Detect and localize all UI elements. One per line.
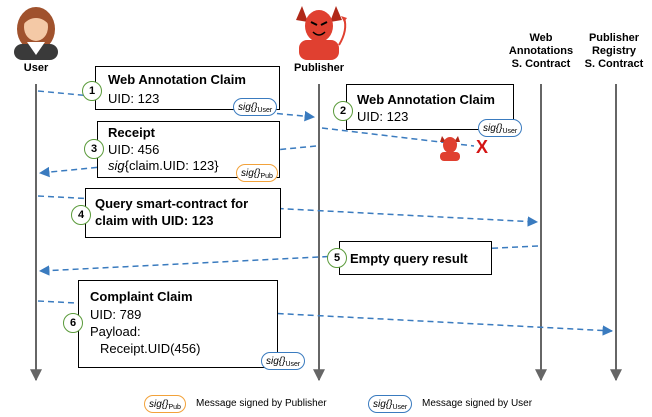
step-4-line-2: claim with UID: 123 bbox=[95, 213, 214, 228]
step-3-number: 3 bbox=[84, 139, 104, 159]
legend-user-signature: sig{}User bbox=[368, 395, 413, 413]
publisher-devil-icon bbox=[296, 6, 347, 60]
step-6-title: Complaint Claim bbox=[90, 289, 193, 304]
step-6-payload-label: Payload: bbox=[90, 324, 141, 339]
step-1-number: 1 bbox=[82, 81, 102, 101]
step-2-user-signature: sig{}User bbox=[478, 119, 523, 137]
arrow-step-2 bbox=[321, 127, 475, 147]
rejection-x-mark: X bbox=[476, 137, 489, 157]
lifelines bbox=[30, 84, 622, 382]
user-avatar-icon bbox=[14, 7, 58, 60]
step-5-result-box: Empty query result bbox=[339, 241, 492, 275]
actor-registry-label: Publisher Registry S. Contract bbox=[584, 32, 644, 70]
legend-publisher-text: Message signed by Publisher bbox=[196, 398, 327, 409]
step-1-title: Web Annotation Claim bbox=[108, 72, 246, 87]
step-6-payload-value: Receipt.UID(456) bbox=[100, 341, 201, 356]
step-1-user-signature: sig{}User bbox=[233, 98, 278, 116]
step-3-uid: UID: 456 bbox=[108, 142, 160, 157]
step-3-claim-signature: sig{claim.UID: 123} bbox=[108, 158, 219, 173]
step-2-uid: UID: 123 bbox=[357, 109, 409, 124]
step-1-uid: UID: 123 bbox=[108, 91, 160, 106]
step-3-title: Receipt bbox=[108, 125, 155, 140]
actor-web-contract-label: Web Annotations S. Contract bbox=[508, 32, 574, 70]
step-3-publisher-signature: sig{}Pub bbox=[236, 164, 278, 182]
step-6-uid: UID: 789 bbox=[90, 307, 142, 322]
step-6-complaint-box: Complaint Claim UID: 789 Payload: Receip… bbox=[78, 280, 278, 368]
legend-publisher-signature: sig{}Pub bbox=[144, 395, 186, 413]
step-5-title: Empty query result bbox=[350, 251, 468, 266]
step-6-number: 6 bbox=[63, 313, 83, 333]
step-6-user-signature: sig{}User bbox=[261, 352, 306, 370]
legend-user-text: Message signed by User bbox=[422, 398, 533, 409]
step-4-query-box: Query smart-contract for claim with UID:… bbox=[85, 188, 281, 238]
step-2-number: 2 bbox=[333, 101, 353, 121]
step-4-line-1: Query smart-contract for bbox=[95, 196, 249, 211]
actor-publisher-label: Publisher bbox=[293, 62, 345, 74]
actor-user-label: User bbox=[23, 62, 49, 74]
arrow-step-3 bbox=[38, 145, 317, 178]
small-devil-icon bbox=[440, 136, 460, 161]
step-5-number: 5 bbox=[327, 248, 347, 268]
step-4-number: 4 bbox=[71, 205, 91, 225]
step-2-title: Web Annotation Claim bbox=[357, 92, 495, 107]
step-3-receipt-box: Receipt UID: 456 sig{claim.UID: 123} bbox=[97, 121, 280, 178]
